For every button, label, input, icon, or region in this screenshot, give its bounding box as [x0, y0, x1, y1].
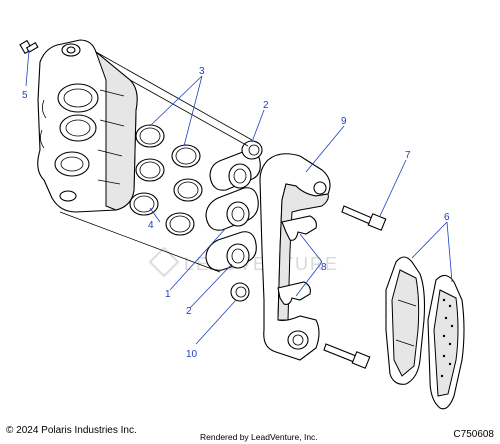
- assembly-guide-lines: [59, 51, 253, 273]
- pistons: [205, 140, 263, 302]
- callout-2-top: 2: [263, 100, 269, 111]
- callout-6: 6: [444, 212, 450, 223]
- diagram-id: C750608: [453, 429, 494, 440]
- caliper-body: [37, 39, 138, 213]
- callout-9: 9: [341, 116, 347, 127]
- callout-10: 10: [186, 349, 198, 360]
- callout-5: 5: [22, 90, 28, 101]
- callout-2-bottom: 2: [186, 306, 192, 317]
- caliper-bracket: [259, 153, 331, 361]
- leader-lines: [25, 49, 453, 345]
- callout-1: 1: [165, 289, 171, 300]
- copyright-text: © 2024 Polaris Industries Inc.: [6, 425, 137, 436]
- callout-7: 7: [405, 150, 411, 161]
- callout-4: 4: [148, 220, 154, 231]
- callout-8: 8: [321, 262, 327, 273]
- piston-seals: [129, 124, 203, 236]
- callout-3: 3: [199, 66, 205, 77]
- brake-pads: [385, 256, 465, 410]
- mounting-bolts: [323, 205, 387, 369]
- rendered-by-text: Rendered by LeadVenture, Inc.: [200, 432, 318, 442]
